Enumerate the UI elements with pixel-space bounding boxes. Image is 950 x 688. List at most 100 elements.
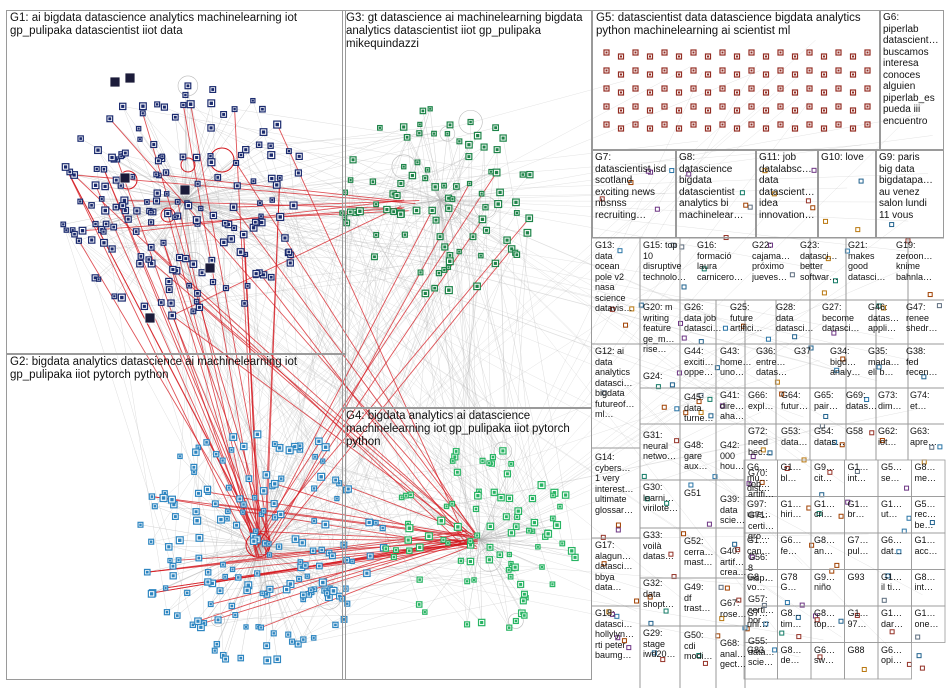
node-center xyxy=(455,470,459,474)
edge xyxy=(271,277,480,492)
node xyxy=(661,404,667,410)
edge xyxy=(439,135,933,201)
node-center xyxy=(161,496,166,500)
node xyxy=(821,290,827,296)
node-center xyxy=(188,102,193,106)
node-center xyxy=(334,623,337,627)
node-center xyxy=(184,257,188,261)
node-center xyxy=(214,452,218,456)
node-center xyxy=(367,520,371,525)
edge xyxy=(359,211,512,464)
edge xyxy=(473,539,481,580)
edge xyxy=(95,185,186,201)
node-center xyxy=(721,87,724,90)
node-center xyxy=(290,640,294,643)
node-center xyxy=(269,153,274,157)
node-center xyxy=(239,153,243,157)
edge xyxy=(211,103,244,513)
edge-red xyxy=(196,301,478,548)
edge xyxy=(184,173,929,201)
node xyxy=(869,430,875,436)
node-center xyxy=(513,565,517,569)
node-center xyxy=(171,574,175,578)
edge xyxy=(253,181,546,537)
node xyxy=(606,609,612,615)
node-center xyxy=(481,459,484,462)
node-center xyxy=(434,218,438,222)
panel-g6 xyxy=(880,10,944,150)
node xyxy=(916,653,922,659)
node-center xyxy=(340,211,344,215)
node-center xyxy=(678,109,680,112)
node-center xyxy=(298,444,302,448)
node xyxy=(681,335,687,341)
edge xyxy=(339,195,398,597)
node-center xyxy=(113,295,116,298)
self-loop xyxy=(180,157,196,173)
node-center xyxy=(448,259,452,263)
node-center xyxy=(692,51,695,54)
small-group-label: G1… dar… xyxy=(881,608,904,629)
group-label-g48: G48: gare aux… xyxy=(684,440,708,471)
node-center xyxy=(209,101,213,105)
edge xyxy=(294,217,345,447)
node-center xyxy=(852,127,854,130)
node-center xyxy=(374,521,377,524)
edge xyxy=(302,218,530,543)
node-center xyxy=(707,73,709,76)
edge xyxy=(375,204,504,451)
node-center xyxy=(678,127,680,130)
node-center xyxy=(866,105,869,108)
edge xyxy=(122,106,492,172)
node-center xyxy=(451,502,454,505)
node-center xyxy=(71,228,74,232)
node xyxy=(784,600,790,606)
small-group-box xyxy=(911,605,946,643)
node-center xyxy=(235,184,239,188)
node-center xyxy=(663,123,666,126)
node-center xyxy=(260,215,263,218)
node-center xyxy=(234,613,237,617)
node-center xyxy=(209,160,214,164)
profile-node xyxy=(179,184,191,196)
edge-red xyxy=(116,159,260,558)
edge xyxy=(109,118,186,201)
small-group-label: G9… cit… xyxy=(814,462,836,483)
node-center xyxy=(93,276,97,280)
node-center xyxy=(519,582,523,586)
edge xyxy=(157,104,512,250)
node xyxy=(906,515,912,521)
node-center xyxy=(155,191,159,195)
node-center xyxy=(338,482,341,485)
node-center xyxy=(475,284,479,288)
node-center xyxy=(467,143,471,147)
node-center xyxy=(213,502,217,506)
node xyxy=(743,202,749,208)
small-group-label: G1… acc… xyxy=(914,535,938,556)
node-center xyxy=(225,517,229,520)
node-center xyxy=(381,526,384,530)
small-group-label: G1… one… xyxy=(914,608,939,629)
edge-red xyxy=(208,491,470,537)
group-label-g40: G40: artif… crea… xyxy=(720,546,747,577)
node xyxy=(628,180,634,186)
node-center xyxy=(433,185,437,189)
node-center xyxy=(79,137,82,140)
node-center xyxy=(197,446,200,449)
edge xyxy=(148,259,334,591)
node xyxy=(708,413,714,419)
edge xyxy=(172,223,198,567)
node-center xyxy=(90,238,94,242)
edge xyxy=(479,350,765,541)
node-center xyxy=(170,497,174,502)
node-center xyxy=(141,112,144,115)
edge-red xyxy=(142,113,271,542)
node xyxy=(771,191,777,197)
edge xyxy=(259,256,702,546)
edge-red xyxy=(261,219,483,548)
node-center xyxy=(866,123,869,126)
node-center xyxy=(392,555,396,559)
edge xyxy=(161,302,478,536)
node-center xyxy=(516,509,520,513)
node-center xyxy=(149,261,154,266)
